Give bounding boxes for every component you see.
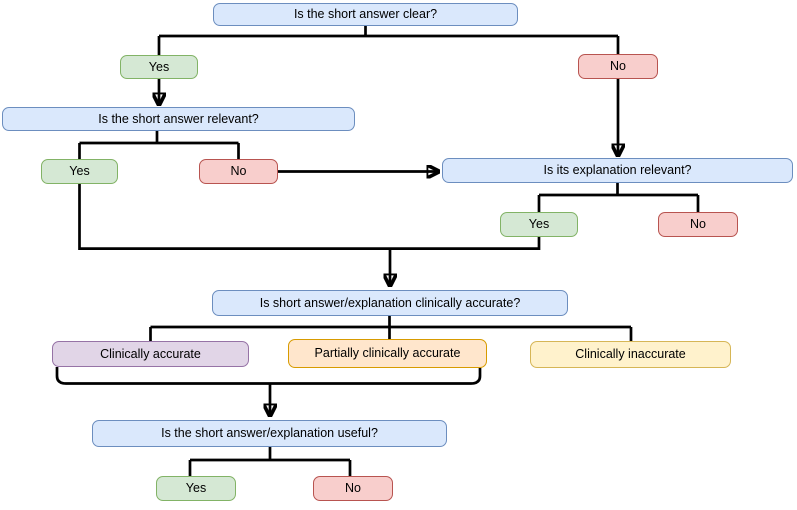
question-short-answer-relevant: Is the short answer relevant? <box>2 107 355 131</box>
question-useful: Is the short answer/explanation useful? <box>92 420 447 447</box>
explanation-relevant-no: No <box>658 212 738 237</box>
edge-explanation-relevant-split <box>537 183 700 212</box>
useful-no: No <box>313 476 393 501</box>
question-short-answer-clear: Is the short answer clear? <box>213 3 518 26</box>
edge-yes-convergence <box>78 184 541 250</box>
answer-clear-yes: Yes <box>120 55 198 79</box>
outcome-clinically-inaccurate: Clinically inaccurate <box>530 341 731 368</box>
edge-clear-split <box>157 26 620 55</box>
edge-outcome-brace <box>55 367 482 385</box>
edge-accurate-split <box>149 316 633 341</box>
edge-useful-split <box>188 447 352 476</box>
outcome-clinically-accurate: Clinically accurate <box>52 341 249 367</box>
useful-yes: Yes <box>156 476 236 501</box>
outcome-partially-clinically-accurate: Partially clinically accurate <box>288 339 487 368</box>
answer-clear-no: No <box>578 54 658 79</box>
explanation-relevant-yes: Yes <box>500 212 578 237</box>
edge-answer-relevant-split <box>78 131 240 159</box>
answer-relevant-no: No <box>199 159 278 184</box>
question-explanation-relevant: Is its explanation relevant? <box>442 158 793 183</box>
question-clinically-accurate: Is short answer/explanation clinically a… <box>212 290 568 316</box>
answer-relevant-yes: Yes <box>41 159 118 184</box>
